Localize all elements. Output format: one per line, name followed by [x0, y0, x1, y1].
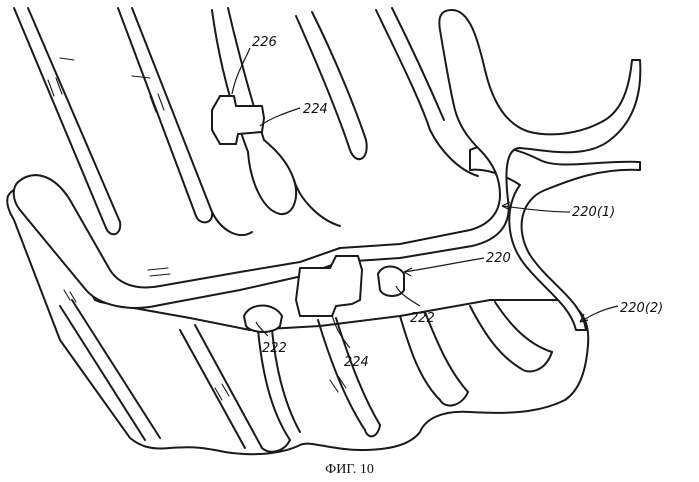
label-224-bottom: 224 — [344, 355, 369, 370]
slot-left — [244, 306, 282, 333]
upper-strut-layer — [14, 8, 641, 308]
label-220: 220 — [486, 251, 511, 266]
interlock-tab-upper — [212, 96, 264, 144]
label-222-right: 222 — [410, 311, 435, 326]
label-226: 226 — [252, 35, 277, 50]
label-220-2: 220(2) — [620, 301, 663, 316]
label-224-top: 224 — [303, 102, 328, 117]
label-222-left: 222 — [262, 341, 287, 356]
figure-caption: ФИГ. 10 — [0, 462, 699, 478]
label-220-1: 220(1) — [572, 205, 615, 220]
